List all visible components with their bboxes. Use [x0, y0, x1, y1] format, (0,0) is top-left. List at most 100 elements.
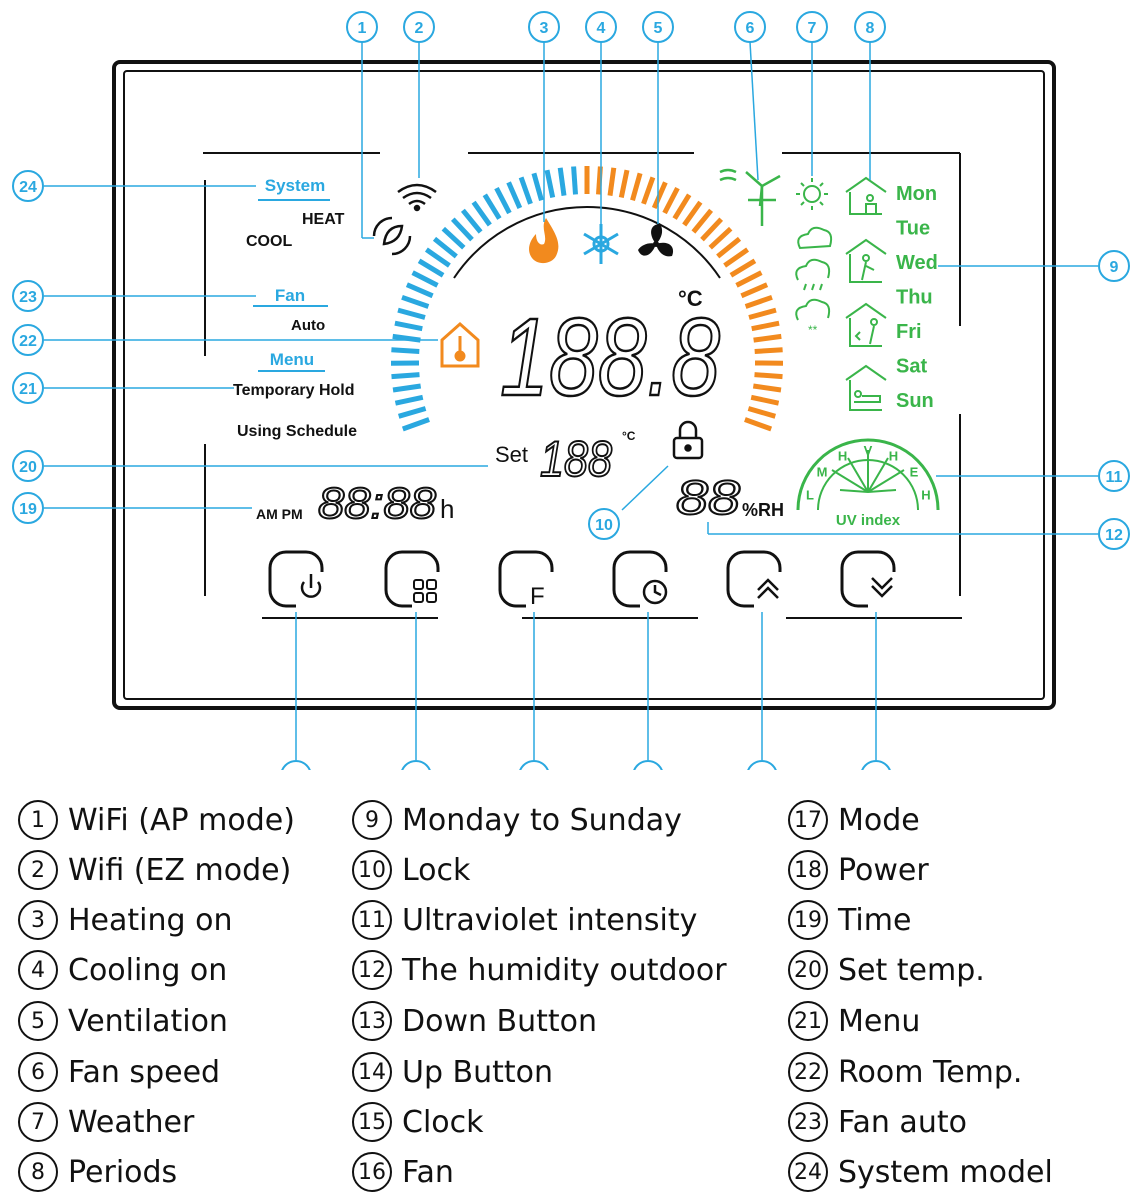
legend-number: 13 — [352, 1001, 392, 1041]
arc-tick — [471, 200, 492, 227]
arc-tick — [744, 294, 773, 309]
callout-number: 21 — [19, 381, 37, 398]
legend-text: Mode — [838, 802, 920, 838]
callout-number: 10 — [595, 517, 613, 534]
svg-text:**: ** — [808, 323, 818, 337]
callout-circle — [12, 324, 44, 356]
callout-number: 8 — [866, 20, 875, 37]
fan-button-label: F — [530, 583, 545, 610]
arc-tick — [729, 258, 757, 278]
day-label: Thu — [896, 287, 933, 309]
callout-circle — [12, 492, 44, 524]
legend-number: 2 — [18, 850, 58, 890]
mode-button[interactable] — [384, 550, 440, 608]
uv-scale-letter: H — [838, 449, 847, 464]
uv-scale-letter: E — [910, 464, 919, 479]
up-button[interactable] — [726, 550, 782, 608]
arc-tick — [401, 294, 430, 309]
callout-circle — [401, 760, 431, 770]
callout-circle — [403, 11, 435, 43]
legend-number: 12 — [352, 950, 392, 990]
temporary-hold-label: Temporary Hold — [233, 382, 355, 399]
callout-circle — [346, 11, 378, 43]
legend-number: 20 — [788, 950, 828, 990]
callout-circle — [796, 11, 828, 43]
power-button[interactable] — [268, 550, 324, 608]
cloud-icon — [797, 226, 833, 250]
legend-number: 4 — [18, 950, 58, 990]
leave-icon — [845, 238, 887, 283]
callout-circle — [528, 11, 560, 43]
down-button[interactable] — [840, 550, 896, 608]
arc-tick — [641, 176, 656, 205]
callout-number: 9 — [1110, 259, 1119, 276]
clock-button[interactable] — [612, 550, 668, 608]
callout-number: 16 — [525, 769, 543, 770]
callout-circle — [633, 760, 663, 770]
legend-text: Clock — [402, 1104, 484, 1140]
callout-number: 13 — [867, 769, 885, 770]
callout-circle — [1098, 460, 1130, 492]
set-temp-digits: 188 — [540, 431, 612, 487]
snowflake-icon — [583, 224, 619, 264]
callout-number: 19 — [19, 501, 37, 518]
callout-markers: 123456789111224232221201918171615141310 — [12, 11, 1130, 770]
arc-tick — [672, 193, 692, 220]
legend-number: 21 — [788, 1001, 828, 1041]
auto-label: Auto — [291, 317, 325, 334]
legend-text: Down Button — [402, 1003, 598, 1039]
arc-tick — [506, 181, 523, 210]
fan-icon — [638, 224, 674, 257]
legend-text: Ultraviolet intensity — [402, 902, 698, 938]
humidity-digits: 88 — [676, 472, 740, 525]
screen-segment-lines — [203, 152, 962, 619]
callout-leader-lines — [44, 41, 1098, 760]
callout-circle — [281, 760, 311, 770]
fan-button[interactable]: F — [498, 550, 554, 610]
legend-number: 23 — [788, 1102, 828, 1142]
arc-tick — [417, 258, 445, 278]
arc-tick — [401, 417, 430, 432]
legend-text: WiFi (AP mode) — [68, 802, 295, 838]
chevron-down-icon — [871, 577, 893, 598]
legend-number: 6 — [18, 1052, 58, 1092]
callout-number: 1 — [358, 20, 367, 37]
legend-item: 4 Cooling on — [18, 948, 227, 992]
using-schedule-label: Using Schedule — [237, 423, 357, 440]
temperature-arc-gauge — [390, 166, 784, 432]
legend-text: Room Temp. — [838, 1054, 1023, 1090]
arc-tick — [405, 282, 434, 299]
legend-number: 7 — [18, 1102, 58, 1142]
legend-text: Menu — [838, 1003, 921, 1039]
callout-circle — [747, 760, 777, 770]
arc-tick — [391, 372, 420, 380]
arc-tick — [691, 208, 714, 234]
arc-tick — [754, 372, 783, 380]
day-label: Tue — [896, 218, 930, 240]
padlock-icon — [672, 420, 704, 460]
uv-scale-letter: H — [889, 449, 898, 464]
callout-circle — [588, 508, 620, 540]
arc-tick — [441, 226, 466, 250]
house-thermometer-icon — [440, 321, 480, 368]
callout-circle — [12, 280, 44, 312]
arc-tick — [747, 406, 776, 419]
home-sleep-icon — [845, 364, 887, 411]
arc-tick — [618, 169, 630, 199]
legend-text: Fan auto — [838, 1104, 967, 1140]
arc-tick — [482, 193, 502, 220]
legend-text: Cooling on — [68, 952, 228, 988]
callout-number: 14 — [753, 769, 771, 770]
legend-text: System model — [838, 1154, 1053, 1190]
callout-number: 2 — [415, 20, 424, 37]
arc-tick — [716, 236, 742, 259]
